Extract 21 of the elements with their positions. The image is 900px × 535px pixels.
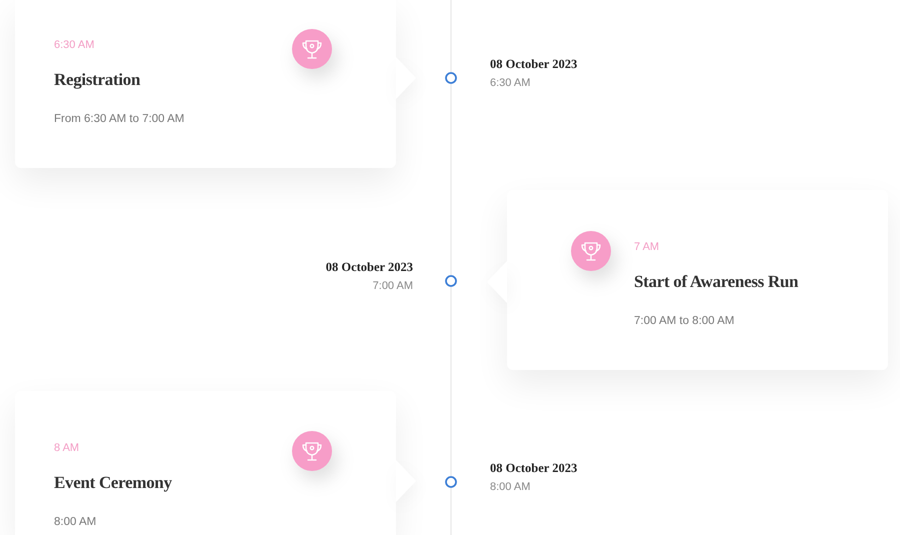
event-card (15, 0, 396, 168)
event-time: 7:00 AM (372, 279, 413, 293)
event-card (15, 391, 396, 535)
event-date: 08 October 2023 (490, 56, 578, 72)
event-date: 08 October 2023 (326, 259, 413, 275)
event-time-range: From 6:30 AM to 7:00 AM (54, 112, 184, 127)
timeline-dot (445, 476, 457, 488)
timeline-dot (445, 72, 457, 84)
timeline-dot (445, 275, 457, 287)
event-time: 6:30 AM (54, 38, 96, 52)
event-time: 7 AM (634, 240, 660, 254)
event-date: 08 October 2023 (490, 460, 578, 476)
event-time-range: 7:00 AM to 8:00 AM (634, 314, 736, 329)
event-time: 6:30 AM (490, 76, 532, 90)
event-time: 8 AM (54, 441, 80, 455)
event-title: Registration (54, 69, 142, 91)
event-card (507, 190, 888, 370)
event-time-range: 8:00 AM (54, 515, 98, 530)
event-title: Start of Awareness Run (634, 271, 798, 293)
event-time: 8:00 AM (490, 480, 532, 494)
event-title: Event Ceremony (54, 472, 172, 494)
